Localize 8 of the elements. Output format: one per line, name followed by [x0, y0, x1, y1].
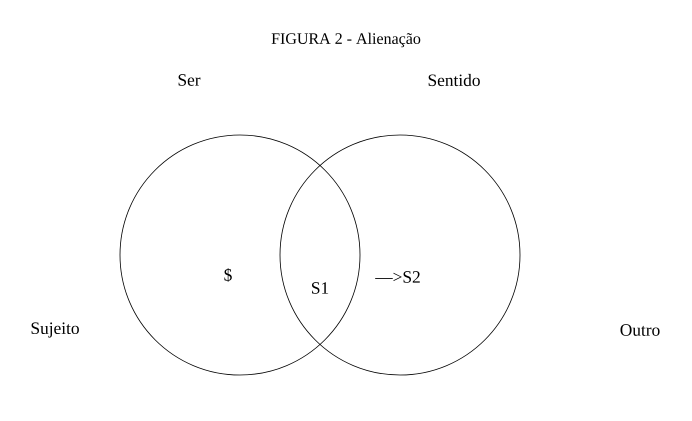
label: S1 — [312, 282, 328, 294]
circle-heading: Sentido — [428, 74, 480, 86]
circle-heading: Ser — [178, 74, 200, 86]
label: Outro — [620, 324, 660, 336]
title: FIGURA 2 - Alienação — [272, 32, 420, 48]
label: —>S2 — [375, 271, 420, 283]
label: Sujeito — [32, 322, 79, 338]
circle-label: $ — [224, 268, 232, 282]
